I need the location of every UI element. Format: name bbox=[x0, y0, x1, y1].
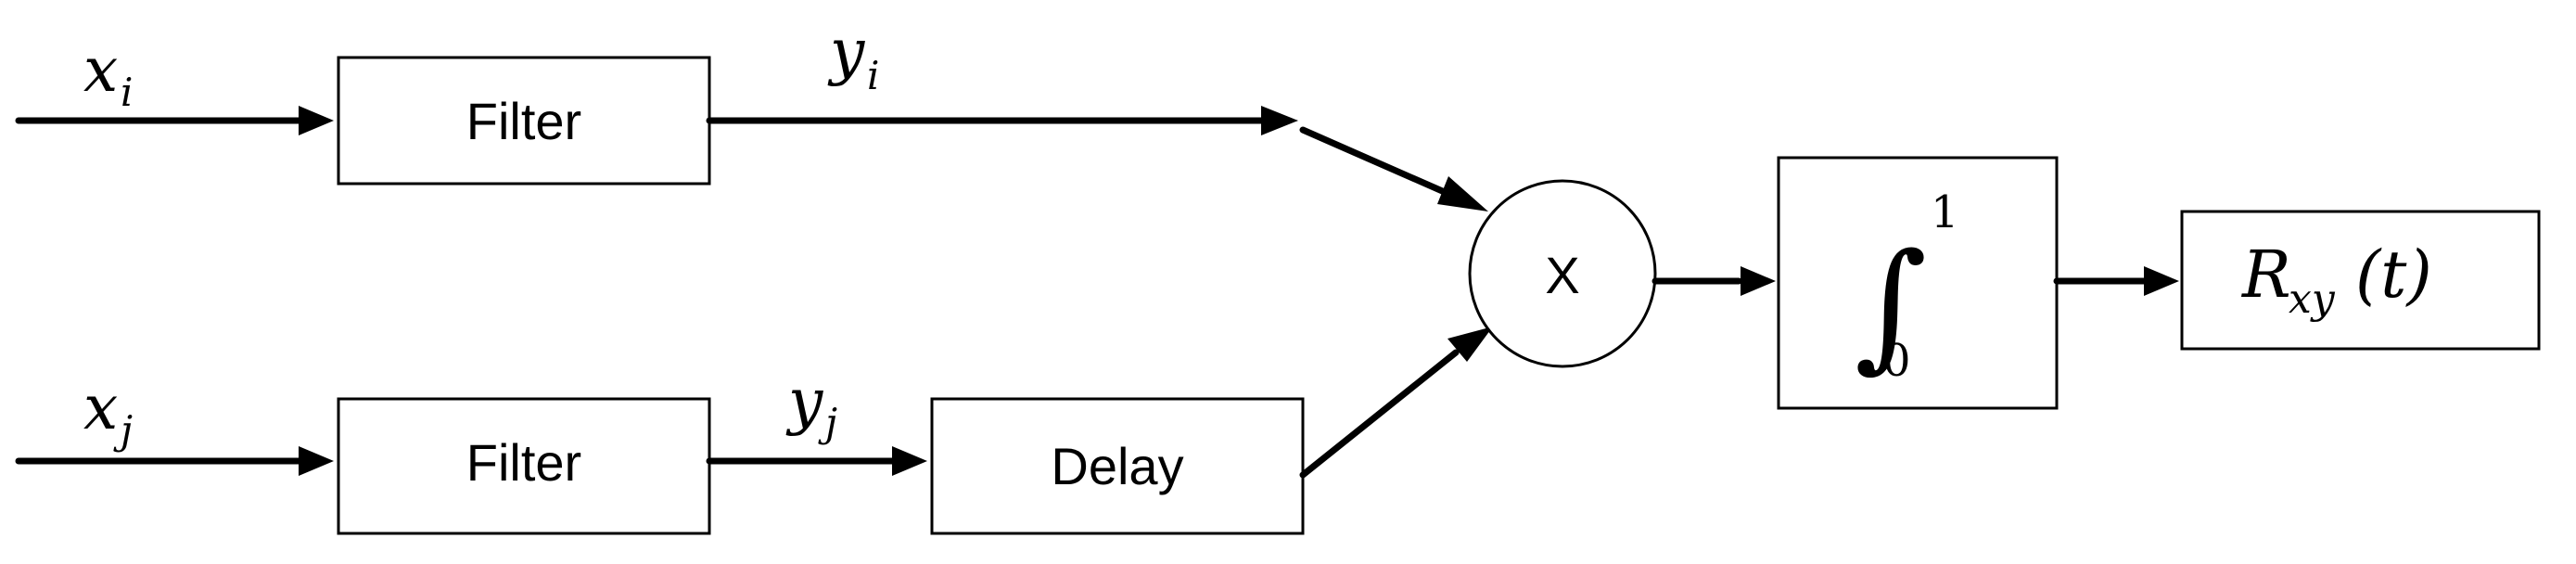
filter-top-label: Filter bbox=[466, 92, 581, 150]
rxy-base: R bbox=[2240, 237, 2291, 313]
delay-to-multiplier-line bbox=[1299, 349, 1460, 479]
delay-arrowhead bbox=[892, 446, 927, 476]
x-i-subscript: i bbox=[121, 70, 133, 115]
rxy-subscript: xy bbox=[2289, 276, 2336, 323]
x-j-base: x bbox=[83, 372, 118, 443]
integral-sign: ∫ bbox=[1855, 224, 1927, 386]
integrator-arrowhead bbox=[1741, 266, 1776, 296]
y-j-base: y bbox=[785, 365, 823, 437]
input-x-j-label: x j bbox=[83, 372, 133, 453]
y-i-base: y bbox=[827, 16, 865, 87]
y-i-subscript: i bbox=[867, 53, 879, 98]
multiplier-symbol: X bbox=[1545, 246, 1579, 304]
filter-bottom-block bbox=[337, 397, 711, 535]
delay-label: Delay bbox=[1051, 437, 1183, 495]
output-block bbox=[2180, 210, 2541, 351]
integral-lower-limit: 0 bbox=[1882, 335, 1911, 387]
x-j-arrowhead bbox=[299, 446, 334, 476]
multiplier-node bbox=[1468, 179, 1657, 368]
x-i-arrowhead bbox=[299, 106, 334, 135]
integral-expression: ∫ 1 0 bbox=[1855, 186, 1959, 387]
y-i-to-multiplier-line bbox=[1299, 126, 1450, 197]
output-rxy-label: R xy (t) bbox=[2240, 237, 2432, 323]
output-arrowhead bbox=[2144, 266, 2179, 296]
multiplier-bottom-arrowhead bbox=[1447, 327, 1493, 362]
delay-block bbox=[930, 397, 1305, 535]
filter-bottom-label: Filter bbox=[466, 433, 581, 492]
output-y-j-label: y j bbox=[785, 365, 837, 445]
y-i-arrowhead bbox=[1261, 106, 1298, 135]
integrator-block bbox=[1777, 156, 2059, 410]
multiplier-top-arrowhead bbox=[1437, 176, 1488, 212]
integral-upper-limit: 1 bbox=[1931, 186, 1959, 238]
x-i-base: x bbox=[83, 34, 118, 106]
rxy-argument: (t) bbox=[2355, 237, 2432, 313]
input-x-i-label: x i bbox=[83, 34, 133, 115]
output-y-i-label: y i bbox=[827, 16, 879, 98]
